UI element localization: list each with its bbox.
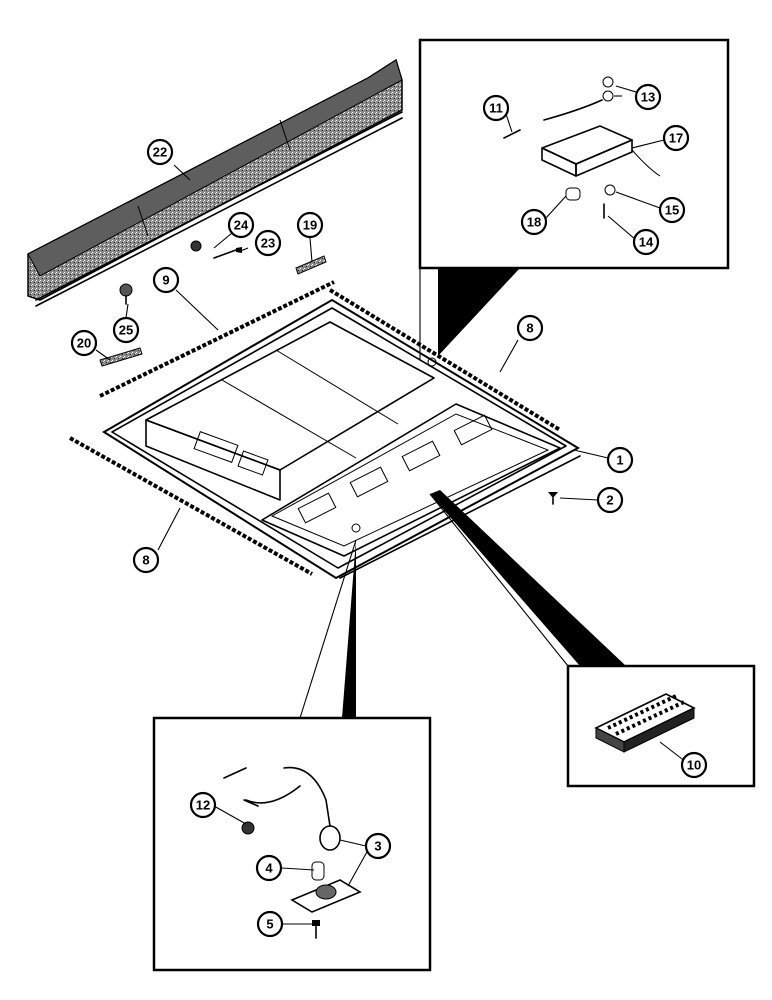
detail-box-fuse-leader xyxy=(430,490,626,666)
connector-harness xyxy=(223,766,362,939)
svg-text:9: 9 xyxy=(162,273,169,288)
svg-text:5: 5 xyxy=(266,917,273,932)
callout-2: 2 xyxy=(596,486,624,514)
detail-box-light-leader xyxy=(438,268,520,356)
callout-15: 15 xyxy=(658,196,686,224)
svg-text:13: 13 xyxy=(641,90,655,105)
callout-17: 17 xyxy=(662,124,690,152)
callout-11: 11 xyxy=(482,94,510,122)
svg-text:4: 4 xyxy=(265,861,273,876)
svg-text:1: 1 xyxy=(616,453,623,468)
callout-leaders xyxy=(95,85,687,925)
callout-10: 10 xyxy=(680,751,708,779)
svg-text:12: 12 xyxy=(196,798,210,813)
dome-light xyxy=(503,76,661,219)
callout-13: 13 xyxy=(634,83,662,111)
callout-19: 19 xyxy=(296,211,324,239)
callout-24: 24 xyxy=(227,211,255,239)
svg-text:23: 23 xyxy=(261,236,275,251)
svg-text:8: 8 xyxy=(526,321,533,336)
callout-8-right: 8 xyxy=(516,314,544,342)
callout-3: 3 xyxy=(364,832,392,860)
callout-12: 12 xyxy=(189,791,217,819)
svg-text:8: 8 xyxy=(142,553,149,568)
roof-pan xyxy=(102,298,581,580)
svg-text:15: 15 xyxy=(665,203,679,218)
fasteners xyxy=(119,240,558,505)
svg-text:18: 18 xyxy=(527,215,541,230)
fuse-block xyxy=(594,693,696,753)
svg-text:20: 20 xyxy=(77,336,91,351)
callout-22: 22 xyxy=(146,138,174,166)
trim-strips xyxy=(69,255,562,576)
detail-box-light xyxy=(418,38,730,270)
callout-14: 14 xyxy=(632,228,660,256)
svg-text:14: 14 xyxy=(639,235,654,250)
callout-18: 18 xyxy=(520,208,548,236)
callout-20: 20 xyxy=(70,329,98,357)
callout-1: 1 xyxy=(606,446,634,474)
callout-4: 4 xyxy=(255,854,283,882)
headliner-pad xyxy=(27,58,403,307)
detail-box-connector-leader xyxy=(342,540,356,718)
svg-text:11: 11 xyxy=(489,101,503,116)
callout-8-left: 8 xyxy=(132,546,160,574)
svg-text:2: 2 xyxy=(606,493,613,508)
svg-text:19: 19 xyxy=(303,218,317,233)
svg-text:10: 10 xyxy=(687,758,701,773)
svg-text:22: 22 xyxy=(153,145,167,160)
svg-text:17: 17 xyxy=(669,131,683,146)
callout-25: 25 xyxy=(112,316,140,344)
svg-text:25: 25 xyxy=(119,323,133,338)
svg-text:3: 3 xyxy=(374,839,381,854)
callout-9: 9 xyxy=(152,266,180,294)
callout-5: 5 xyxy=(256,910,284,938)
svg-text:24: 24 xyxy=(234,218,249,233)
callout-23: 23 xyxy=(254,229,282,257)
